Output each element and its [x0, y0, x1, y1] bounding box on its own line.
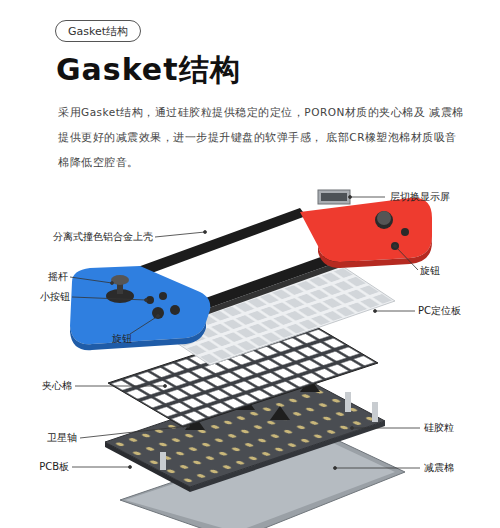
tag-text: Gasket结构	[68, 24, 128, 39]
part-label: 小按钮	[40, 290, 70, 304]
part-label: 旋钮	[420, 264, 440, 278]
part-label: 旋钮	[112, 332, 132, 346]
description: 采用Gasket结构，通过硅胶粒提供稳定的定位，PORON材质的夹心棉及 减震棉…	[58, 100, 468, 175]
page-title: Gasket结构	[56, 50, 241, 91]
part-label: PCB板	[39, 460, 69, 474]
part-label: 层切换显示屏	[390, 190, 450, 204]
part-label: 硅胶粒	[424, 421, 454, 435]
part-label: 摇杆	[48, 270, 68, 284]
part-label: 分离式撞色铝合金上壳	[53, 230, 153, 244]
part-label: PC定位板	[418, 304, 461, 318]
section-tag: Gasket结构	[55, 20, 141, 42]
part-label: 卫星轴	[47, 431, 77, 445]
part-label: 减震棉	[424, 461, 454, 475]
part-label: 夹心棉	[42, 379, 72, 393]
